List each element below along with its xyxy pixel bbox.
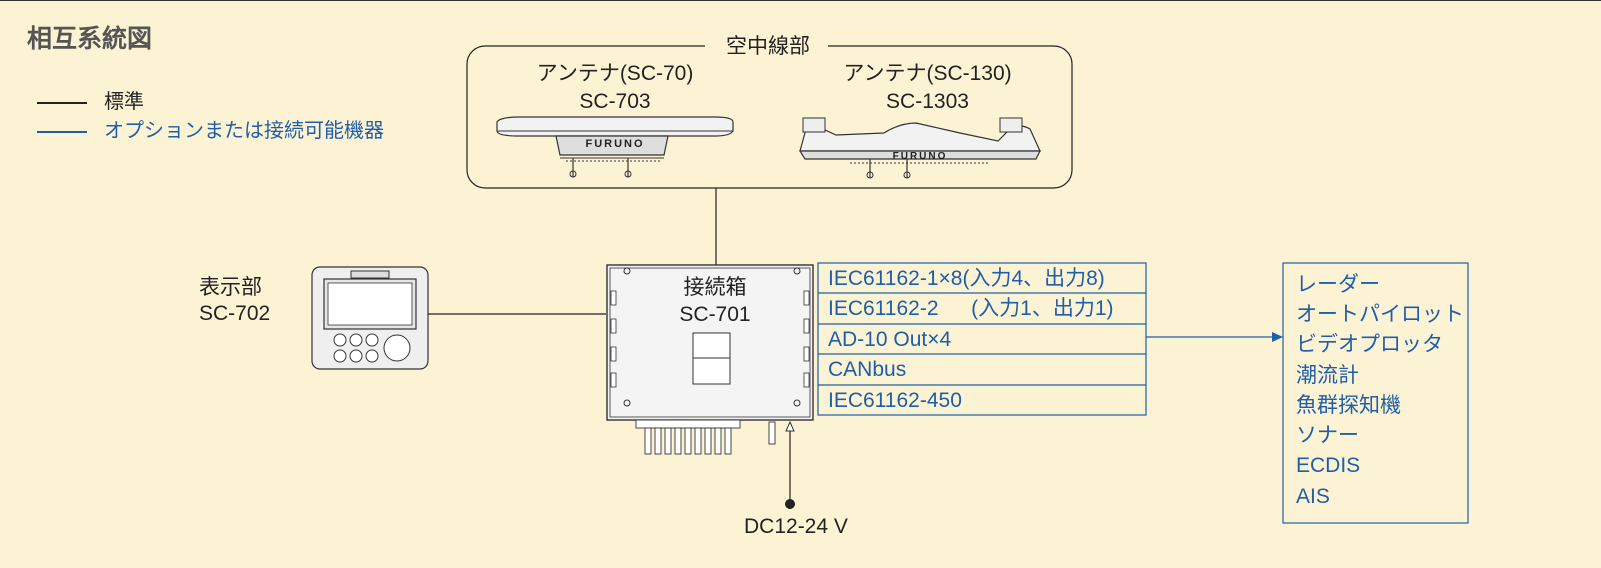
device-radar: レーダー [1296, 273, 1380, 296]
device-fish-finder: 魚群探知機 [1296, 394, 1401, 417]
legend-standard-line [37, 102, 87, 104]
port-ad10-out: AD-10 Out×4 [828, 328, 952, 351]
device-sonar: ソナー [1296, 424, 1359, 447]
junction-box-model: SC-701 [679, 303, 751, 326]
display-unit-label: 表示部 [199, 276, 262, 299]
power-terminal-dot [785, 499, 795, 509]
device-ais: AIS [1296, 485, 1330, 508]
antenna2-brand-logo: FURUNO [892, 151, 948, 162]
antenna-sc703-image [496, 116, 734, 178]
port-table-grid [817, 262, 1147, 416]
legend-optional-label: オプションまたは接続可能機器 [104, 120, 384, 142]
antenna-group-label: 空中線部 [726, 35, 810, 58]
page-title: 相互系統図 [27, 25, 153, 53]
antenna-sc1303-image [798, 117, 1041, 179]
antenna1-model-line1: アンテナ(SC-70) [536, 62, 694, 85]
legend-optional-line [37, 131, 87, 133]
display-unit-model: SC-702 [199, 302, 271, 325]
display-unit-image [311, 266, 429, 370]
port-iec61162-1: IEC61162-1×8(入力4、出力8) [828, 267, 1105, 290]
junction-box-image [606, 264, 814, 455]
device-video-plotter: ビデオプロッタ [1296, 333, 1443, 356]
antenna1-model-line2: SC-703 [579, 90, 651, 113]
device-ecdis: ECDIS [1296, 454, 1361, 477]
device-current-meter: 潮流計 [1296, 364, 1359, 387]
port-iec61162-450: IEC61162-450 [828, 389, 962, 412]
device-box [1282, 262, 1469, 524]
antenna2-model-line2: SC-1303 [886, 90, 969, 113]
legend-standard-label: 標準 [104, 91, 144, 113]
port-canbus: CANbus [828, 358, 907, 381]
port-iec61162-2: IEC61162-2 (入力1、出力1) [828, 297, 1114, 320]
antenna1-brand-logo: FURUNO [585, 138, 645, 150]
power-supply-label: DC12-24 V [744, 515, 848, 538]
device-autopilot: オートパイロット [1296, 303, 1464, 326]
junction-box-label: 接続箱 [683, 276, 747, 299]
antenna2-model-line1: アンテナ(SC-130) [843, 62, 1012, 85]
